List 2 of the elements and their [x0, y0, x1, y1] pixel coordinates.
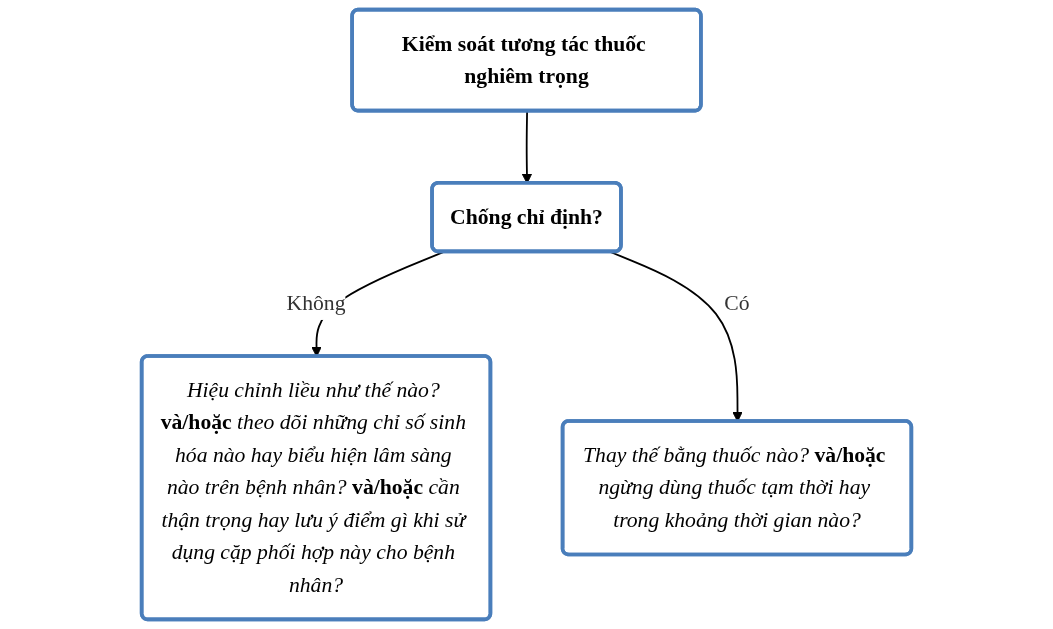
edge-label: Có: [724, 291, 750, 316]
edge-label: Không: [286, 291, 346, 316]
